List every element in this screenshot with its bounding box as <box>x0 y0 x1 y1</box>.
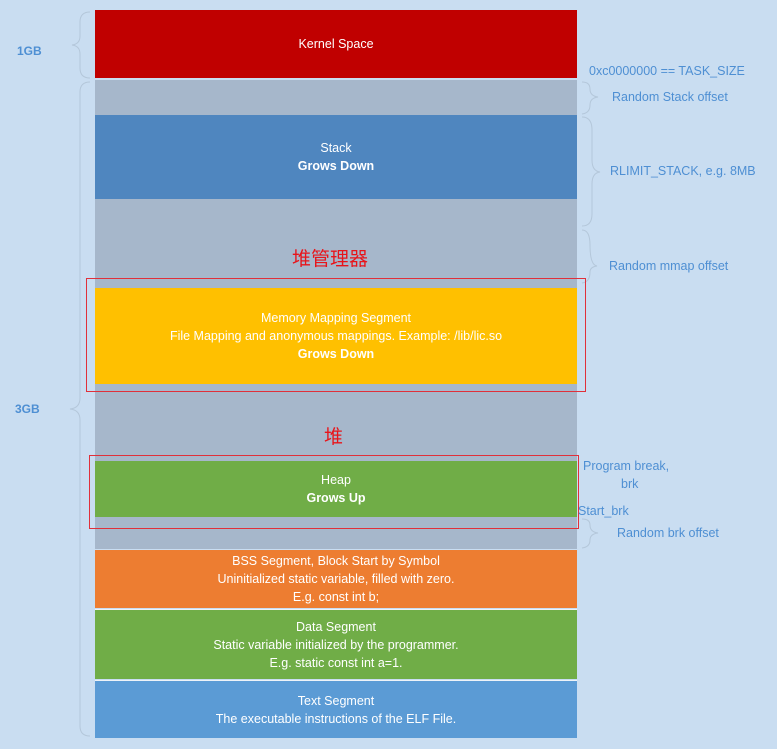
kernel-space-title: Kernel Space <box>298 37 374 51</box>
kernel-space-segment: Kernel Space <box>95 10 577 78</box>
program-break-label: Program break, <box>583 459 670 473</box>
data-title: Data Segment <box>296 619 376 634</box>
rlimit-brace <box>581 116 601 227</box>
mmap-title: Memory Mapping Segment <box>260 311 412 325</box>
user-size-label: 3GB <box>15 402 40 416</box>
stack-growth: Grows Down <box>297 159 375 173</box>
heap-growth: Grows Up <box>306 491 366 505</box>
stack-title: Stack <box>320 141 352 155</box>
stack-segment: Stack Grows Down <box>95 115 577 199</box>
mmap-highlight-box <box>86 278 586 392</box>
mmap-growth: Grows Down <box>297 347 375 361</box>
heap-highlight-box <box>89 455 579 529</box>
unmapped-gap <box>95 384 577 461</box>
text-segment: Text Segment The executable instructions… <box>95 680 577 738</box>
random-brk-offset-gap <box>95 517 577 549</box>
heap-manager-label: 堆管理器 <box>292 249 369 270</box>
bss-title: BSS Segment, Block Start by Symbol <box>232 554 440 568</box>
heap-segment: Heap Grows Up <box>95 461 577 517</box>
kernel-size-label: 1GB <box>17 44 42 58</box>
random-mmap-offset-label: Random mmap offset <box>609 259 729 273</box>
random-stack-offset-label: Random Stack offset <box>612 90 728 104</box>
user-size-brace <box>69 81 91 737</box>
bss-segment: BSS Segment, Block Start by Symbol Unini… <box>95 550 577 608</box>
start-brk-label: Start_brk <box>578 504 629 518</box>
rlimit-stack-label: RLIMIT_STACK, e.g. 8MB <box>610 164 756 178</box>
mmap-offset-brace <box>581 229 598 284</box>
bss-example: E.g. const int b; <box>292 590 380 604</box>
text-desc: The executable instructions of the ELF F… <box>215 711 457 726</box>
mmap-desc: File Mapping and anonymous mappings. Exa… <box>169 329 503 343</box>
mmap-gap <box>95 199 577 288</box>
random-brk-offset-label: Random brk offset <box>617 526 719 540</box>
bss-desc: Uninitialized static variable, filled wi… <box>217 572 455 586</box>
heap-chinese-label: 堆 <box>324 427 344 448</box>
brk-offset-brace <box>581 518 599 549</box>
heap-title: Heap <box>321 473 351 487</box>
data-segment: Data Segment Static variable initialized… <box>95 609 577 679</box>
memory-mapping-segment: Memory Mapping Segment File Mapping and … <box>95 288 577 384</box>
random-stack-offset-gap <box>95 80 577 115</box>
data-example: E.g. static const int a=1. <box>269 655 403 670</box>
brk-label: brk <box>621 477 639 491</box>
data-desc: Static variable initialized by the progr… <box>213 637 459 652</box>
kernel-size-brace <box>71 11 91 79</box>
text-title: Text Segment <box>297 693 375 708</box>
stack-offset-brace <box>581 81 599 115</box>
task-size-label: 0xc0000000 == TASK_SIZE <box>589 64 745 78</box>
